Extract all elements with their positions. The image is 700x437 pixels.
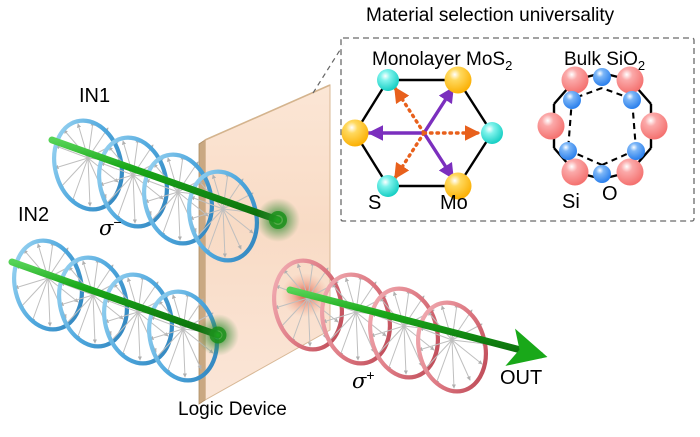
- helix-ring: [272, 258, 344, 352]
- sigma-plus-base: σ: [352, 369, 367, 393]
- sigma-minus-base: σ: [99, 216, 114, 240]
- sio2-atom-label-si: Si: [562, 191, 580, 213]
- helix-ring: [52, 118, 124, 212]
- mos2-atom-label-mo: Mo: [440, 192, 468, 214]
- sigma-minus-label: σ−: [99, 215, 122, 239]
- input-2-label: IN2: [18, 204, 50, 226]
- inset-title: Material selection universality: [366, 5, 615, 26]
- mos2-atom-label-s: S: [368, 192, 382, 214]
- helix-ring: [416, 300, 488, 394]
- sio2-lattice: [537, 66, 668, 186]
- atom-o: [559, 142, 577, 160]
- atom-si: [537, 112, 565, 140]
- mos2-title-main: Monolayer MoS: [372, 49, 506, 70]
- atom-o: [627, 142, 645, 160]
- sigma-minus-superscript: −: [113, 214, 122, 230]
- sigma-plus-label: σ+: [352, 368, 375, 392]
- sigma-plus-superscript: +: [366, 367, 375, 383]
- in1-beam: [48, 136, 282, 224]
- mos2-panel-title: Monolayer MoS2: [372, 50, 512, 72]
- sio2-title-main: Bulk SiO: [564, 49, 638, 70]
- atom-mo: [341, 119, 369, 147]
- atom-si: [561, 158, 589, 186]
- atom-si: [640, 112, 668, 140]
- atom-si: [616, 158, 644, 186]
- in2-helix: [12, 238, 219, 383]
- mos2-lattice: [341, 66, 503, 200]
- atom-o: [593, 68, 611, 86]
- sio2-title-sub: 2: [637, 57, 646, 73]
- atom-s: [377, 69, 399, 91]
- sio2-atom-label-o: O: [602, 183, 618, 205]
- atom-o: [593, 165, 611, 183]
- atom-si: [561, 66, 589, 94]
- atom-s: [377, 175, 399, 197]
- logic-device-label: Logic Device: [178, 399, 287, 420]
- mos2-title-sub: 2: [505, 57, 513, 73]
- out-channel: [272, 258, 548, 394]
- inset-leader-line: [312, 41, 346, 94]
- atom-s: [481, 122, 503, 144]
- atom-o: [623, 91, 641, 109]
- sio2-panel-title: Bulk SiO2: [564, 50, 645, 72]
- logic-device-plane: [198, 84, 331, 405]
- in2-spot: [197, 314, 239, 356]
- in2-channel: [8, 238, 239, 383]
- in2-beam: [8, 258, 222, 339]
- atom-si: [616, 66, 644, 94]
- in1-spot: [256, 198, 300, 242]
- atom-mo: [444, 66, 472, 94]
- atom-o: [563, 91, 581, 109]
- atom-mo: [444, 172, 472, 200]
- out-beam: [286, 286, 548, 366]
- input-1-label: IN1: [79, 85, 111, 107]
- in1-channel: [48, 118, 300, 263]
- output-label: OUT: [500, 367, 543, 389]
